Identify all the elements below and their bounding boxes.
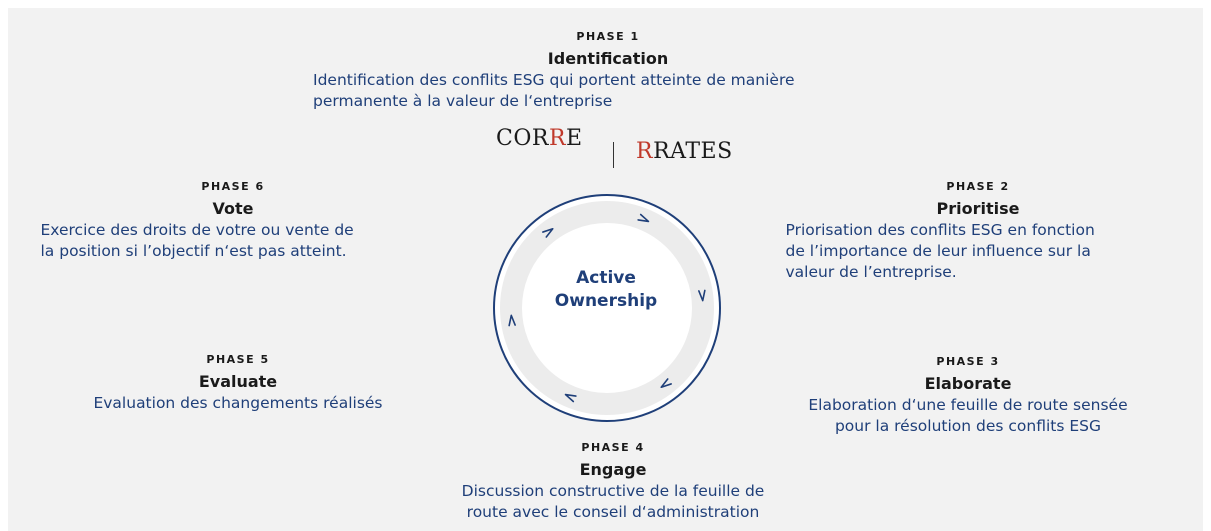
phase-6-label: PHASE 6	[201, 180, 265, 193]
cycle-band	[500, 201, 714, 415]
phase-4-block: PHASE 4 Engage Discussion constructive d…	[403, 441, 823, 523]
phase-2-desc-line: Priorisation des conflits ESG en fonctio…	[785, 221, 1095, 239]
phase-2-desc-line: de l’importance de leur influence sur la	[785, 242, 1091, 260]
phase-1-desc-line: Identification des conflits ESG qui port…	[313, 71, 795, 89]
cycle-arrow-icon	[508, 314, 516, 327]
phase-3-desc-line: pour la résolution des conflits ESG	[834, 417, 1102, 435]
phase-3-desc-line: Elaboration d‘une feuille de route sensé…	[808, 396, 1128, 414]
phase-1-label: PHASE 1	[576, 30, 640, 43]
rrates-logo: RRATES	[636, 139, 733, 164]
phase-4-description: Discussion constructive de la feuille de…	[403, 481, 823, 523]
inner-disc	[524, 225, 690, 391]
phase-3-title: Elaborate	[924, 374, 1012, 393]
corre-logo: CORRE	[496, 126, 583, 151]
center-label-line: Ownership	[554, 291, 658, 311]
center-label: Active Ownership	[536, 267, 676, 313]
phase-5-desc-line: Evaluation des changements réalisés	[93, 394, 383, 412]
diagram-canvas: PHASE 1 Identification Identification de…	[8, 8, 1203, 531]
phase-2-description: Priorisation des conflits ESG en fonctio…	[786, 220, 1171, 283]
cycle-arrow-icon	[564, 393, 577, 403]
phase-3-block: PHASE 3 Elaborate Elaboration d‘une feui…	[768, 355, 1168, 437]
cycle-arrow-icon	[542, 227, 554, 238]
phase-1-desc-line: permanente à la valeur de l‘entreprise	[313, 92, 613, 110]
corre-logo-text: CORRE	[496, 126, 583, 151]
phase-5-block: PHASE 5 Evaluate Evaluation des changeme…	[38, 353, 438, 414]
cycle-arrow-icon	[698, 289, 706, 302]
phase-5-title: Evaluate	[198, 372, 278, 391]
logo-divider	[613, 142, 614, 168]
phase-6-desc-line: la position si l’objectif n‘est pas atte…	[40, 242, 347, 260]
phase-6-block: PHASE 6 Vote Exercice des droits de votr…	[33, 180, 433, 262]
phase-3-label: PHASE 3	[936, 355, 1000, 368]
cycle-diagram	[493, 194, 721, 422]
phase-1-description: Identification des conflits ESG qui port…	[313, 70, 903, 112]
phase-4-title: Engage	[579, 460, 647, 479]
phase-6-desc-line: Exercice des droits de votre ou vente de	[40, 221, 354, 239]
phase-2-label: PHASE 2	[946, 180, 1010, 193]
phase-2-block: PHASE 2 Prioritise Priorisation des conf…	[778, 180, 1178, 283]
phase-5-label: PHASE 5	[206, 353, 270, 366]
phase-1-block: PHASE 1 Identification Identification de…	[308, 30, 908, 112]
phase-4-desc-line: Discussion constructive de la feuille de	[461, 482, 765, 500]
phase-4-label: PHASE 4	[581, 441, 645, 454]
phase-1-title: Identification	[547, 49, 669, 68]
center-label-line: Active	[576, 268, 636, 288]
phase-2-desc-line: valeur de l’entreprise.	[785, 263, 957, 281]
rrates-logo-text: RRATES	[636, 139, 733, 164]
phase-6-title: Vote	[212, 199, 254, 218]
phase-5-description: Evaluation des changements réalisés	[38, 393, 438, 414]
phase-4-desc-line: route avec le conseil d‘administration	[466, 503, 760, 521]
phase-2-title: Prioritise	[936, 199, 1020, 218]
cycle-arrow-icon	[637, 213, 650, 223]
cycle-arrow-icon	[660, 378, 672, 389]
phase-6-description: Exercice des droits de votre ou vente de…	[41, 220, 426, 262]
phase-3-description: Elaboration d‘une feuille de route sensé…	[768, 395, 1168, 437]
